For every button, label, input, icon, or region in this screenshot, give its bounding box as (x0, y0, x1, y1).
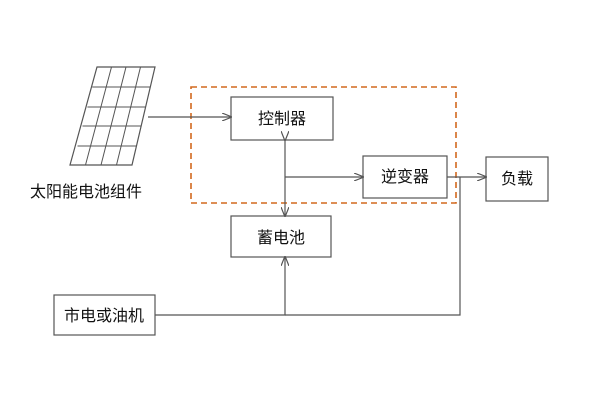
inverter-box (362, 155, 448, 199)
solar-module-label: 太阳能电池组件 (30, 182, 142, 201)
grid-generator-box (53, 294, 156, 336)
inverter-label: 逆变器 (381, 167, 429, 186)
solar-panel-icon (69, 66, 156, 166)
controller-inverter-boundary (190, 86, 457, 204)
controller-label: 控制器 (258, 109, 306, 128)
grid-generator-label: 市电或油机 (64, 306, 144, 325)
grid-to-load-line (285, 177, 461, 316)
battery-box (230, 215, 332, 258)
connectors (148, 117, 486, 316)
grid-to-battery-arrow (155, 257, 285, 316)
battery-label: 蓄电池 (257, 228, 305, 247)
load-label: 负载 (501, 169, 533, 188)
